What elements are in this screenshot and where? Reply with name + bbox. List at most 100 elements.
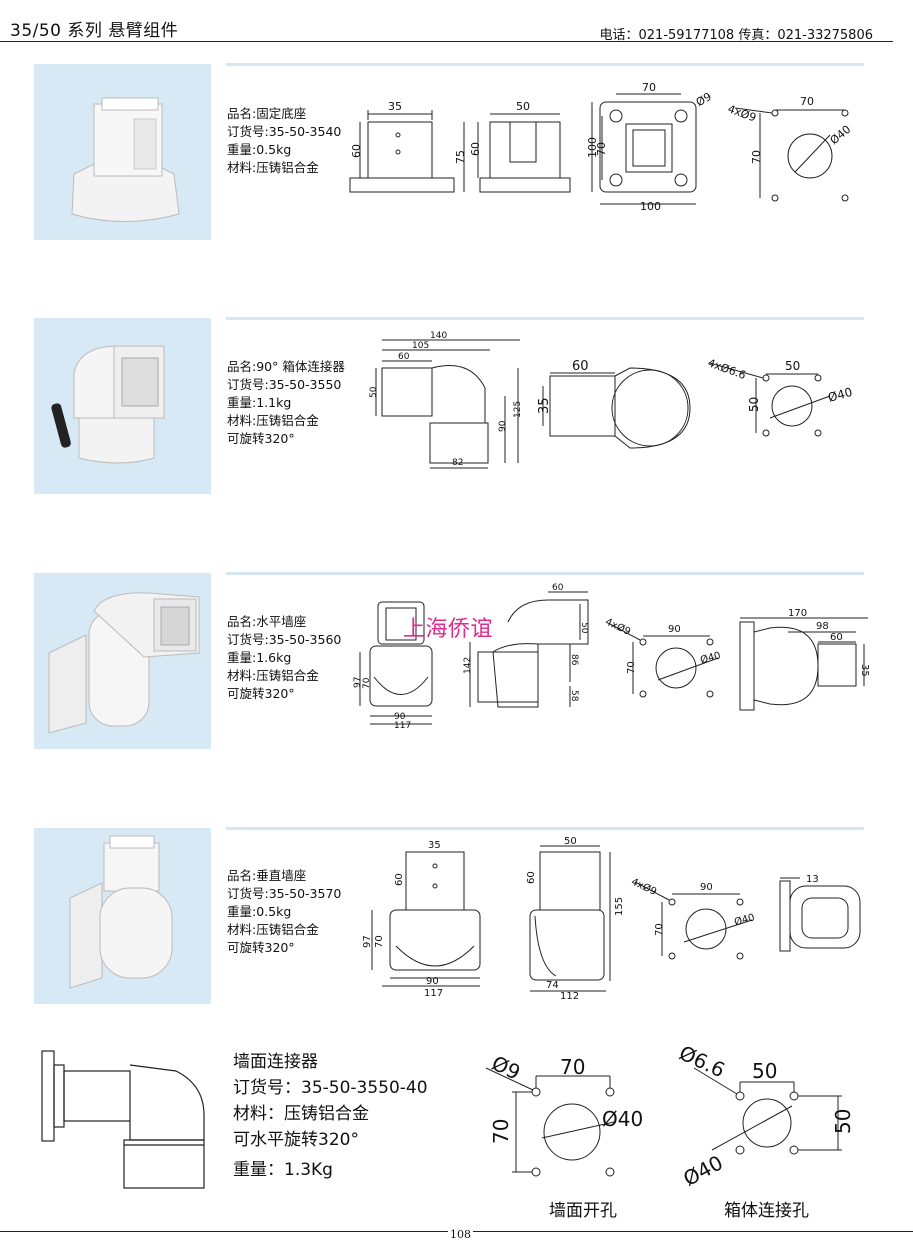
rotation-note: 可旋转320° (227, 686, 295, 701)
caption-wall-holes: 墙面开孔 (549, 1201, 617, 1221)
dim-70: 70 (560, 1055, 585, 1079)
order-number: 订货号:35-50-3560 (227, 632, 342, 647)
box-hole-pattern: Ø6.6 50 50 Ø40 (676, 1040, 855, 1190)
product-material: 材料：压铸铝合金 (233, 1104, 369, 1124)
dim-d40: Ø40 (699, 649, 722, 666)
dim-140: 140 (430, 331, 447, 341)
dim-hole-h: 70 (654, 923, 665, 936)
dim-90: 90 (498, 420, 508, 432)
product-weight: 重量:1.1kg (227, 395, 292, 410)
dim-d40: Ø40 (828, 123, 854, 148)
dim-hole-h: 50 (747, 397, 761, 412)
dim-35: 35 (537, 397, 552, 414)
rotation-note: 可旋转320° (227, 940, 295, 955)
contact-info: 电话：021-59177108 传真：021-33275806 (599, 28, 873, 43)
spec-block-3560: 品名:水平墙座 订货号:35-50-3560 重量:1.6kg 材料:压铸铝合金… (227, 613, 341, 703)
order-number: 订货号:35-50-3540 (227, 124, 342, 139)
dim-70: 70 (374, 935, 385, 948)
dim-70: 70 (642, 81, 656, 94)
dim-112: 112 (560, 991, 579, 1002)
dim-d9: Ø9 (488, 1051, 524, 1085)
order-number: 订货号:35-50-3550 (227, 377, 342, 392)
product-material: 材料:压铸铝合金 (227, 160, 319, 175)
wall-connector-drawing (41, 1050, 205, 1189)
dim-97: 97 (362, 935, 373, 948)
product-material: 材料:压铸铝合金 (227, 922, 319, 937)
product-photo-horizontal-wall-mount (34, 573, 211, 749)
product-name: 墙面连接器 (233, 1052, 318, 1072)
dim-117: 117 (424, 988, 443, 999)
dim-142: 142 (463, 657, 473, 674)
dim-60: 60 (552, 583, 564, 593)
dim-82: 82 (452, 458, 463, 468)
dim-60b: 60 (830, 632, 843, 643)
spec-block-3550: 品名:90° 箱体连接器 订货号:35-50-3550 重量:1.1kg 材料:… (227, 358, 345, 448)
dim-60b: 60 (572, 359, 589, 374)
drawing-3540: 35 60 50 75 60 70 Ø9 100 70 100 4xØ9 70 … (349, 81, 854, 213)
product-name: 品名:垂直墙座 (227, 868, 307, 883)
dim-98: 98 (816, 621, 829, 632)
dim-d40: Ø40 (733, 911, 756, 928)
dim-170: 170 (788, 608, 807, 619)
dim-100: 100 (586, 137, 599, 158)
dim-holes: 4xØ9 (726, 102, 758, 124)
dim-d40: Ø40 (602, 1107, 643, 1131)
dim-75: 75 (454, 150, 467, 164)
spec-block-3540: 品名:固定底座 订货号:35-50-3540 重量:0.5kg 材料:压铸铝合金 (227, 105, 341, 177)
section-divider (226, 827, 864, 830)
header-rule (0, 41, 893, 42)
dim-holes: 4xØ6.6 (706, 356, 748, 382)
spec-block-3570: 品名:垂直墙座 订货号:35-50-3570 重量:0.5kg 材料:压铸铝合金… (227, 867, 341, 957)
rotation-note: 可水平旋转320° (233, 1130, 359, 1150)
order-number: 订货号:35-50-3570 (227, 886, 342, 901)
product-name: 品名:水平墙座 (227, 614, 307, 629)
dim-hole-h: 70 (626, 661, 637, 674)
dim-70: 70 (362, 677, 372, 689)
dim-d40: Ø40 (679, 1150, 727, 1190)
section-divider (226, 317, 864, 320)
dim-155: 155 (614, 897, 625, 916)
dim-90: 90 (394, 712, 406, 722)
dim-hole-w: 90 (668, 624, 681, 635)
dim-hole-h: 70 (750, 150, 763, 164)
dim-50: 50 (752, 1059, 777, 1083)
dim-50: 50 (579, 622, 589, 634)
page-number: 108 (448, 1228, 473, 1241)
dim-13: 13 (806, 874, 819, 885)
dim-125: 125 (513, 401, 523, 418)
dim-86: 86 (569, 654, 579, 666)
dim-d9: Ø9 (694, 90, 714, 109)
product-weight: 重量：1.3Kg (233, 1160, 333, 1180)
dim-97: 97 (353, 677, 363, 688)
dim-70b: 70 (595, 142, 608, 156)
drawing-3550: 140 105 60 50 90 125 82 60 35 4xØ6.6 50 … (369, 331, 854, 469)
drawing-3570: 35 60 97 70 90 117 50 60 155 74 112 4xØ9… (362, 836, 861, 1002)
product-weight: 重量:1.6kg (227, 650, 292, 665)
rotation-note: 可旋转320° (227, 431, 295, 446)
caption-box-holes: 箱体连接孔 (724, 1201, 809, 1221)
spec-block-3550-40: 墙面连接器 订货号：35-50-3550-40 材料：压铸铝合金 可水平旋转32… (233, 1049, 428, 1183)
dim-holes: 4xØ9 (603, 616, 632, 638)
product-photo-box-connector (34, 318, 211, 494)
product-name: 品名:90° 箱体连接器 (227, 359, 345, 374)
dim-74: 74 (546, 980, 559, 991)
dim-60b: 60 (526, 871, 537, 884)
dim-50: 50 (516, 100, 530, 113)
dim-35: 35 (428, 840, 441, 851)
product-weight: 重量:0.5kg (227, 904, 292, 919)
product-name: 品名:固定底座 (227, 106, 307, 121)
dim-50: 50 (369, 386, 379, 398)
dim-58: 58 (569, 690, 579, 702)
series-title: 35/50 系列 悬臂组件 (10, 21, 179, 41)
drawing-3560: 97 70 90 117 142 60 50 86 58 4xØ9 90 70 … (353, 583, 870, 731)
dim-d66: Ø6.6 (676, 1040, 729, 1082)
wall-hole-pattern: Ø9 70 70 Ø40 (485, 1051, 643, 1177)
dim-hole-w: 70 (800, 95, 814, 108)
dim-60: 60 (398, 352, 410, 362)
dim-70-vertical: 70 (489, 1119, 513, 1144)
dim-60b: 60 (469, 142, 482, 156)
dim-50: 50 (564, 836, 577, 847)
dim-35: 35 (859, 664, 870, 677)
product-photo-fixed-base (34, 64, 211, 240)
dim-100b: 100 (640, 200, 661, 213)
